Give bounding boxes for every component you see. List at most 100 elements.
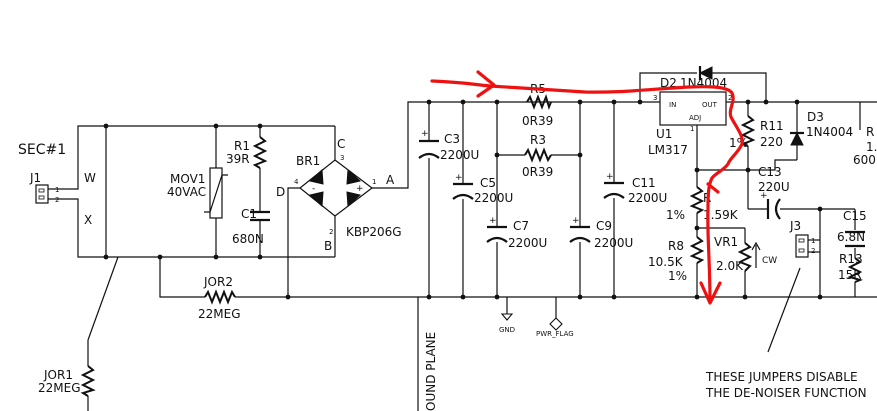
br1-pin1: 1: [372, 178, 376, 186]
svg-text:+: +: [760, 191, 768, 201]
u1-pin1: 1: [690, 125, 694, 133]
capacitor-c5: + C5 2200U: [452, 173, 513, 205]
resistor-jor1: JOR1 22MEG: [38, 365, 96, 397]
r3-value: 0R39: [522, 165, 553, 179]
c13-ref: C13: [758, 165, 782, 179]
gnd-symbol: GND: [499, 297, 515, 334]
r8-tol: 1%: [668, 269, 687, 283]
node-b: B: [324, 239, 332, 253]
c1-value: 680N: [232, 232, 264, 246]
r-mid-tol: 1%: [666, 208, 685, 222]
c5-value: 2200U: [474, 191, 513, 205]
c9-value: 2200U: [594, 236, 633, 250]
c9-ref: C9: [596, 219, 612, 233]
mov1-ref: MOV1: [170, 172, 205, 186]
capacitor-c1: C1 680N: [232, 200, 270, 246]
jumper-j3: J3 1 2: [789, 219, 815, 258]
pwr-flag-symbol: PWR_FLAG: [536, 297, 574, 338]
j3-ref: J3: [789, 219, 801, 233]
r11-ref: R11: [760, 119, 784, 133]
svg-text:+: +: [421, 129, 429, 139]
capacitor-c3: + C3 2200U: [418, 129, 479, 162]
r5-value: 0R39: [522, 114, 553, 128]
u1-out-label: OUT: [702, 101, 718, 109]
capacitor-c7: + C7 2200U: [486, 216, 547, 250]
svg-text:+: +: [455, 173, 463, 183]
resistor-r13: R13 15R: [838, 252, 864, 283]
c3-value: 2200U: [440, 148, 479, 162]
r1-value: 39R: [226, 152, 250, 166]
c5-ref: C5: [480, 176, 496, 190]
capacitor-c11: + C11 2200U: [603, 172, 667, 205]
br1-minus: -: [312, 184, 315, 194]
j1-pin1: 1: [55, 186, 59, 194]
regulator-u1: IN OUT ADJ 3 2 1 U1 LM317: [648, 91, 732, 157]
j3-pin2: 2: [811, 247, 815, 255]
svg-text:+: +: [489, 216, 497, 226]
br1-plus: +: [356, 184, 364, 194]
u1-pin2: 2: [728, 94, 732, 102]
varistor-mov1: MOV1 40VAC: [167, 167, 228, 219]
br1-value: KBP206G: [346, 225, 402, 239]
u1-ref: U1: [656, 127, 672, 141]
x-label: X: [84, 213, 92, 227]
c1-ref: C1: [241, 207, 257, 221]
c11-value: 2200U: [628, 191, 667, 205]
resistor-r11: R11 220 1%: [729, 115, 784, 150]
r1-ref: R1: [234, 139, 250, 153]
r13-value: 15R: [838, 268, 862, 282]
sec-label: SEC#1: [18, 142, 66, 158]
jor1-value: 22MEG: [38, 381, 81, 395]
w-label: W: [84, 171, 96, 185]
mov1-value: 40VAC: [167, 185, 206, 199]
vr1-ref: VR1: [714, 235, 738, 249]
pwr-flag-label: PWR_FLAG: [536, 330, 574, 338]
ground-plane-label: OUND PLANE: [424, 332, 438, 411]
bridge-br1: BR1 KBP206G A B C D 3 2 4 1 - +: [276, 137, 402, 253]
jor2-value: 22MEG: [198, 307, 241, 321]
c11-ref: C11: [632, 176, 656, 190]
r8-ref: R8: [668, 239, 684, 253]
edge-label-1: 1.: [866, 140, 877, 154]
red-annotation-arrow: [430, 70, 744, 305]
svg-text:+: +: [572, 216, 580, 226]
note-line-2: THE DE-NOISER FUNCTION: [705, 386, 867, 400]
capacitor-c13: + C13 220U: [758, 165, 790, 220]
potentiometer-vr1: VR1 2.0K CW: [714, 235, 777, 273]
c15-value: 6.8N: [837, 230, 865, 244]
j1-pin2: 2: [55, 196, 59, 204]
u1-pin3: 3: [653, 94, 657, 102]
jor2-ref: JOR2: [203, 275, 233, 289]
edge-label-600: 600: [853, 153, 876, 167]
capacitor-c9: + C9 2200U: [569, 216, 633, 250]
wires: [48, 72, 877, 411]
vr1-value: 2.0K: [716, 259, 744, 273]
node-a: A: [386, 173, 395, 187]
junction-dots: [103, 99, 823, 300]
r8-value: 10.5K: [648, 255, 684, 269]
c13-value: 220U: [758, 180, 790, 194]
node-d: D: [276, 185, 285, 199]
u1-adj-label: ADJ: [689, 114, 701, 122]
resistor-r3: R3 0R39: [522, 133, 553, 179]
d3-value: 1N4004: [806, 125, 853, 139]
j1-ref: J1: [29, 171, 41, 185]
r11-value: 220: [760, 135, 783, 149]
jor1-ref: JOR1: [43, 368, 73, 382]
vr1-cw: CW: [762, 256, 777, 266]
br1-pin4: 4: [294, 178, 299, 186]
resistor-r1: R1 39R: [226, 136, 268, 169]
resistor-r8: R8 10.5K 1%: [648, 236, 705, 283]
r13-ref: R13: [839, 252, 863, 266]
node-c: C: [337, 137, 345, 151]
u1-in-label: IN: [669, 101, 676, 109]
u1-value: LM317: [648, 143, 688, 157]
connector-j1: SEC#1 J1 1 2 W X: [18, 142, 96, 227]
r-mid-value: 1.59K: [703, 208, 739, 222]
svg-text:+: +: [606, 172, 614, 182]
c15-ref: C15: [843, 209, 867, 223]
c7-ref: C7: [513, 219, 529, 233]
br1-pin2: 2: [329, 228, 333, 236]
br1-ref: BR1: [296, 154, 320, 168]
